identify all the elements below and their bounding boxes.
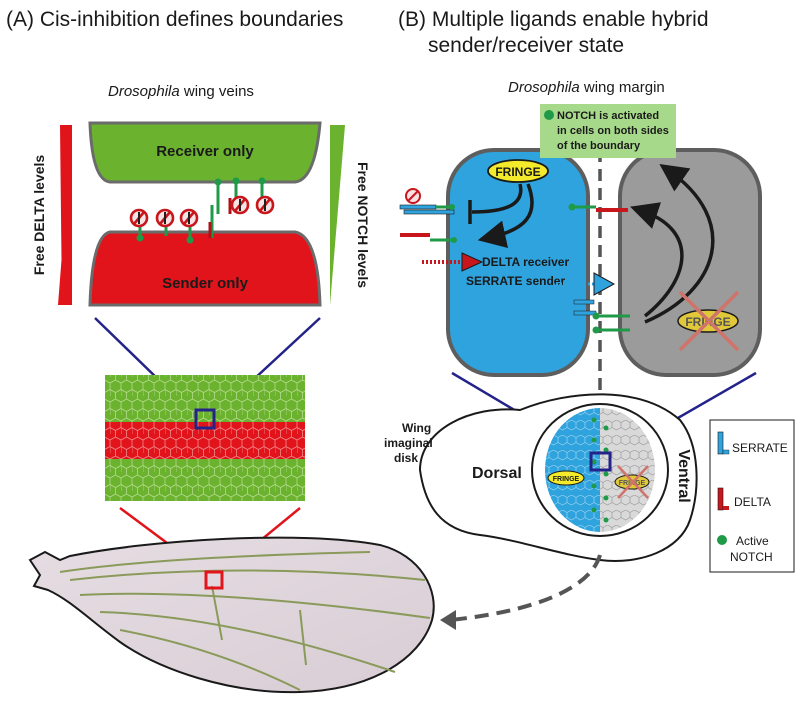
wing-disk-label-line1: Wing (402, 421, 431, 435)
fringe-oval (487, 159, 549, 183)
legend-box (709, 419, 795, 573)
notch-note-line1: NOTCH is activated (557, 110, 659, 122)
drosophila-wing (28, 536, 435, 694)
serrate-sender-label: SERRATE sender (466, 274, 565, 288)
panel-b-subtitle: Drosophila wing margin (508, 79, 665, 96)
fringe-absent-cross-icon (678, 290, 740, 352)
vein-tissue-patch (105, 375, 305, 501)
ventral-label: Ventral (675, 449, 692, 502)
boundary-receptors (568, 203, 630, 334)
sender-only-region (88, 230, 322, 307)
serrate-sender-arrowhead (593, 272, 616, 296)
legend-serrate-swatch (717, 431, 724, 455)
cis-inhibition-complexes (129, 177, 275, 244)
delta-receiver-arrowhead (461, 252, 484, 272)
notch-note-line3: of the boundary (557, 140, 641, 152)
fringe-small-absent-cross-icon (617, 465, 649, 499)
wing-veins (59, 551, 431, 691)
vein-zoom-box (194, 408, 216, 430)
panel-b-subtitle-italic: Drosophila (508, 79, 580, 96)
sender-only-label: Sender only (162, 275, 249, 292)
legend-active-notch-line2: NOTCH (730, 550, 773, 564)
gray-cell-arrow-large (644, 164, 715, 324)
panel-a-title: (A) Cis-inhibition defines boundaries (6, 8, 343, 31)
wing-disk-label-line2: imaginal (384, 436, 433, 450)
panel-a-subtitle: Drosophila wing veins (108, 83, 254, 100)
free-delta-levels-label: Free DELTA levels (31, 155, 47, 276)
legend-delta-swatch (717, 487, 724, 511)
legend-active-notch-dot (717, 535, 727, 545)
legend-serrate-label: SERRATE (732, 441, 788, 455)
legend-delta-label: DELTA (734, 495, 771, 509)
panel-b-title-line2: sender/receiver state (428, 34, 624, 57)
fringe-small-label: FRINGE (553, 476, 580, 483)
notch-note-box (540, 104, 676, 158)
fringe-promotion-arrow (477, 183, 534, 248)
disc-zoom-box (589, 451, 612, 472)
delta-receiver-label: DELTA receiver (482, 255, 569, 269)
dorsal-label: Dorsal (472, 465, 522, 482)
blue-cell-left-ligands (399, 188, 457, 243)
free-notch-levels-label: Free NOTCH levels (355, 162, 371, 288)
fringe-inhibition-arrow (471, 183, 523, 214)
legend-active-notch-line1: Active (736, 534, 769, 548)
disc-to-wing-arrowhead (440, 610, 456, 630)
panel-a-subtitle-rest: wing veins (180, 83, 254, 100)
active-notch-dot-note (544, 110, 554, 120)
wing-disk-label-line3: disk (394, 451, 418, 465)
active-notch-dots-disc (591, 417, 609, 523)
fringe-label: FRINGE (495, 165, 540, 179)
receiver-only-label: Receiver only (156, 143, 254, 160)
panel-a-subtitle-italic: Drosophila (108, 83, 180, 100)
gray-cell-arrow-small (630, 202, 684, 318)
receiver-only-region (88, 121, 322, 184)
notch-note-line2: in cells on both sides (557, 125, 669, 137)
panel-b-subtitle-rest: wing margin (580, 79, 665, 96)
notch-gradient-wedge (330, 125, 345, 305)
panel-b-title-line1: (B) Multiple ligands enable hybrid (398, 8, 709, 31)
disc-to-wing-arrow (449, 554, 602, 622)
wing-zoom-box (204, 570, 224, 590)
delta-gradient-wedge (58, 125, 72, 305)
fringe-oval-small (547, 470, 585, 486)
